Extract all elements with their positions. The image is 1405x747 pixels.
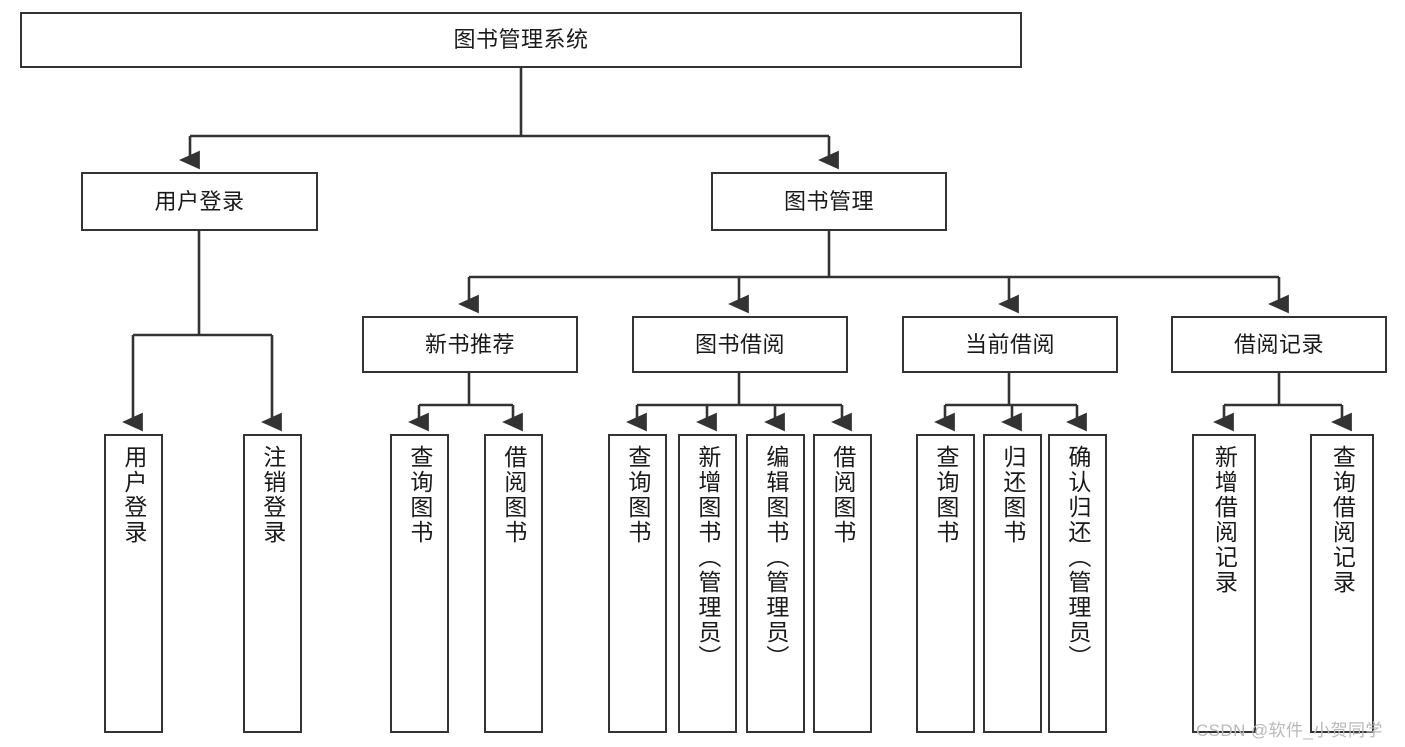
node-leaf-borrow-book-rec[interactable]: 借阅图书 (484, 434, 543, 733)
node-label: 图书借阅 (694, 331, 785, 357)
node-leaf-edit-book[interactable]: 编辑图书（管理员） (746, 434, 805, 733)
node-leaf-query-book-rec[interactable]: 查询图书 (390, 434, 449, 733)
node-label: 查询图书 (624, 445, 651, 545)
node-label: 新增借阅记录 (1211, 445, 1238, 595)
node-leaf-user-login[interactable]: 用户登录 (104, 434, 163, 733)
node-label: 新书推荐 (424, 331, 515, 357)
node-label: 注销登录 (259, 445, 286, 545)
node-label: 当前借阅 (964, 331, 1055, 357)
node-label: 借阅图书 (500, 445, 527, 545)
node-leaf-query-book-current[interactable]: 查询图书 (916, 434, 975, 733)
node-label: 确认归还（管理员） (1064, 445, 1091, 670)
node-root[interactable]: 图书管理系统 (20, 12, 1022, 68)
csdn-watermark: CSDN @软件_小贺同学 (1196, 721, 1383, 740)
node-label: 新增图书（管理员） (694, 445, 721, 670)
node-label: 图书管理 (783, 188, 874, 214)
node-leaf-return-book[interactable]: 归还图书 (983, 434, 1042, 733)
node-borrow-record[interactable]: 借阅记录 (1171, 316, 1387, 373)
node-label: 借阅图书 (829, 445, 856, 545)
node-leaf-user-logout[interactable]: 注销登录 (243, 434, 302, 733)
node-label: 查询图书 (406, 445, 433, 545)
node-label: 编辑图书（管理员） (762, 445, 789, 670)
node-current-borrow[interactable]: 当前借阅 (902, 316, 1118, 373)
node-book-manage[interactable]: 图书管理 (711, 172, 947, 231)
node-new-book-recommend[interactable]: 新书推荐 (362, 316, 578, 373)
node-label: 借阅记录 (1233, 331, 1324, 357)
node-label: 图书管理系统 (453, 27, 589, 53)
node-leaf-query-book-borrow[interactable]: 查询图书 (608, 434, 667, 733)
node-leaf-add-book[interactable]: 新增图书（管理员） (678, 434, 737, 733)
node-label: 归还图书 (999, 445, 1026, 545)
node-label: 用户登录 (120, 445, 147, 545)
node-book-borrow[interactable]: 图书借阅 (632, 316, 848, 373)
node-label: 查询借阅记录 (1329, 445, 1356, 595)
node-user-login[interactable]: 用户登录 (81, 172, 318, 231)
node-leaf-confirm-return[interactable]: 确认归还（管理员） (1048, 434, 1107, 733)
node-leaf-query-record[interactable]: 查询借阅记录 (1310, 434, 1374, 733)
node-leaf-borrow-book[interactable]: 借阅图书 (813, 434, 872, 733)
node-label: 查询图书 (932, 445, 959, 545)
node-leaf-add-record[interactable]: 新增借阅记录 (1192, 434, 1256, 733)
node-label: 用户登录 (154, 188, 245, 214)
